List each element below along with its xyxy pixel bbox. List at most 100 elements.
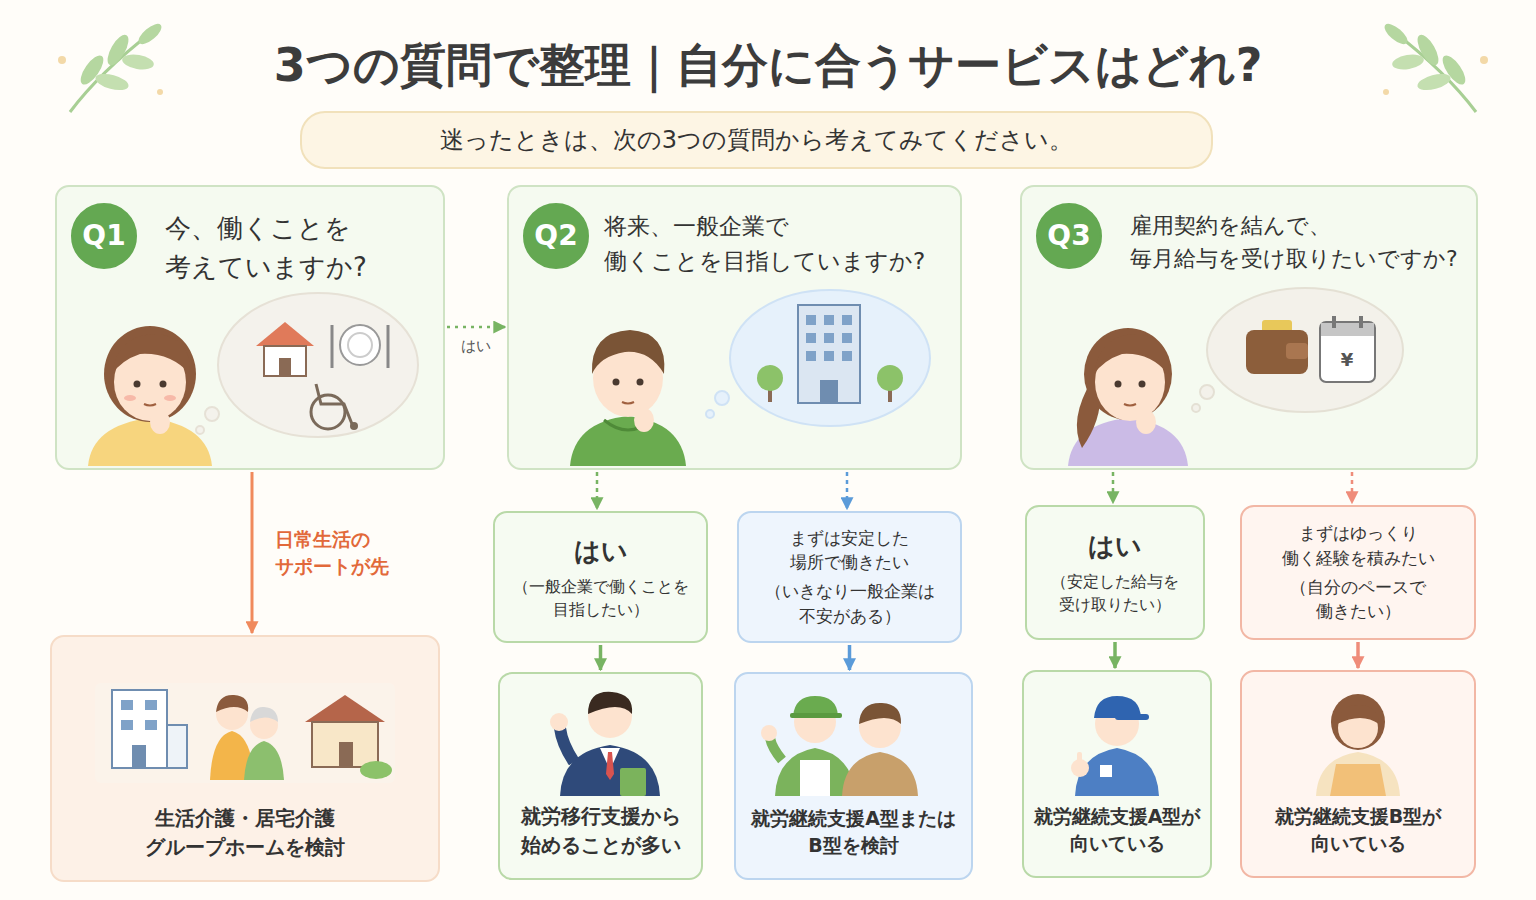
thinking-boy bbox=[613, 379, 620, 386]
two-workers bbox=[790, 713, 842, 718]
leaf-decoration bbox=[1413, 32, 1442, 68]
node-text: 就労継続支援A型が 向いている bbox=[1032, 803, 1202, 858]
apron-woman bbox=[1330, 764, 1386, 796]
business-person bbox=[588, 694, 632, 738]
apron-woman bbox=[1338, 708, 1378, 748]
two-workers bbox=[859, 706, 901, 748]
thinking-woman bbox=[1068, 328, 1188, 466]
flow-arrow bbox=[848, 645, 852, 670]
two-workers bbox=[793, 696, 838, 716]
worker-figure bbox=[1100, 765, 1112, 777]
thought-cloud bbox=[1286, 343, 1308, 359]
edge-label: はい bbox=[458, 336, 494, 357]
thinking-boy bbox=[570, 416, 686, 466]
flow-arrow bbox=[846, 472, 849, 509]
thought-cloud bbox=[331, 325, 334, 368]
thought-cloud bbox=[877, 365, 903, 391]
thought-cloud bbox=[348, 333, 372, 357]
badge-label: Q1 bbox=[82, 222, 125, 250]
leaf-decoration bbox=[1383, 89, 1389, 95]
thought-cloud bbox=[196, 426, 204, 434]
thinking-woman bbox=[1094, 334, 1168, 374]
care-scene bbox=[250, 707, 278, 722]
thinking-woman bbox=[1077, 380, 1100, 448]
question-badge: Q3 bbox=[1036, 203, 1102, 269]
care-scene bbox=[216, 695, 248, 712]
care-scene bbox=[121, 700, 133, 710]
apron-woman bbox=[1331, 694, 1385, 750]
thinking-woman bbox=[1095, 343, 1165, 421]
node-text: 就労継続支援A型または B型を検討 bbox=[744, 805, 963, 860]
worker-figure bbox=[1071, 696, 1159, 796]
thinking-woman bbox=[88, 326, 212, 466]
thought-cloud bbox=[806, 351, 816, 361]
worker-figure bbox=[1095, 702, 1139, 746]
node-text: まずは安定した 場所で働きたい bbox=[749, 526, 950, 575]
thought-cloud bbox=[316, 384, 352, 424]
thought-cloud bbox=[1262, 320, 1292, 336]
two-workers bbox=[794, 701, 836, 743]
thinking-boy bbox=[570, 330, 686, 466]
question-badge: Q1 bbox=[71, 203, 137, 269]
business-person bbox=[600, 748, 620, 770]
answer-box: はい（一般企業で働くことを 目指したい） bbox=[493, 511, 708, 643]
worker-figure bbox=[1075, 748, 1159, 796]
leaf-decoration bbox=[94, 71, 130, 93]
thinking-woman bbox=[1139, 381, 1146, 388]
flow-arrow bbox=[251, 472, 254, 633]
leaf-decoration bbox=[103, 32, 132, 68]
thought-cloud bbox=[824, 333, 834, 343]
node-text: はい bbox=[1088, 528, 1142, 566]
thinking-boy bbox=[634, 408, 654, 432]
badge-label: Q3 bbox=[1047, 222, 1090, 250]
business-person bbox=[560, 745, 660, 796]
thought-cloud bbox=[757, 365, 783, 391]
thought-cloud bbox=[340, 325, 380, 365]
leaf-decoration bbox=[1381, 20, 1488, 112]
question-badge: Q2 bbox=[523, 203, 589, 269]
two-workers bbox=[859, 703, 901, 724]
care-scene bbox=[216, 698, 248, 730]
leaf-decoration bbox=[1391, 52, 1425, 71]
thinking-woman bbox=[144, 404, 156, 406]
thought-cloud bbox=[1207, 288, 1403, 412]
thought-cloud bbox=[842, 333, 852, 343]
thought-cloud bbox=[1192, 288, 1403, 412]
thinking-boy bbox=[592, 330, 664, 374]
question-box: 将来、一般企業で 働くことを目指していますか? Q2 bbox=[507, 185, 962, 470]
thought-cloud bbox=[1246, 330, 1308, 374]
care-scene bbox=[95, 683, 395, 783]
thought-cloud bbox=[205, 407, 219, 421]
thinking-woman bbox=[1084, 328, 1172, 420]
thought-cloud bbox=[1320, 322, 1375, 382]
thinking-woman bbox=[114, 343, 186, 421]
node-text: 将来、一般企業で 働くことを目指していますか? bbox=[604, 209, 950, 278]
care-scene bbox=[339, 742, 353, 767]
care-scene bbox=[250, 711, 278, 739]
care-scene bbox=[360, 761, 392, 779]
thinking-woman bbox=[112, 334, 190, 374]
thought-cloud bbox=[824, 351, 834, 361]
page-title: 3つの質問で整理｜自分に合うサービスはどれ? bbox=[0, 35, 1536, 95]
leaf-decoration bbox=[77, 52, 108, 88]
answer-box: まずはゆっくり 働く経験を積みたい （自分のペースで 働きたい） bbox=[1240, 505, 1476, 640]
leaf-decoration bbox=[1394, 32, 1476, 112]
thinking-woman bbox=[1136, 410, 1156, 434]
two-workers bbox=[761, 696, 918, 796]
node-text: まずはゆっくり 働く経験を積みたい bbox=[1252, 521, 1464, 570]
flow-arrow bbox=[599, 645, 603, 670]
result-box: 就労継続支援A型が 向いている bbox=[1022, 670, 1212, 878]
business-person bbox=[606, 752, 614, 780]
thought-cloud bbox=[1192, 404, 1200, 412]
thought-cloud bbox=[888, 382, 892, 402]
node-text: （自分のペースで 働きたい） bbox=[1252, 575, 1464, 624]
care-scene bbox=[244, 741, 284, 780]
flow-arrow bbox=[1113, 642, 1117, 668]
thought-cloud bbox=[806, 333, 816, 343]
thinking-boy bbox=[604, 420, 652, 430]
badge-label: Q2 bbox=[534, 222, 577, 250]
worker-figure bbox=[1115, 714, 1149, 720]
calendar-symbol: ¥ bbox=[1341, 351, 1354, 369]
business-person bbox=[560, 728, 574, 762]
